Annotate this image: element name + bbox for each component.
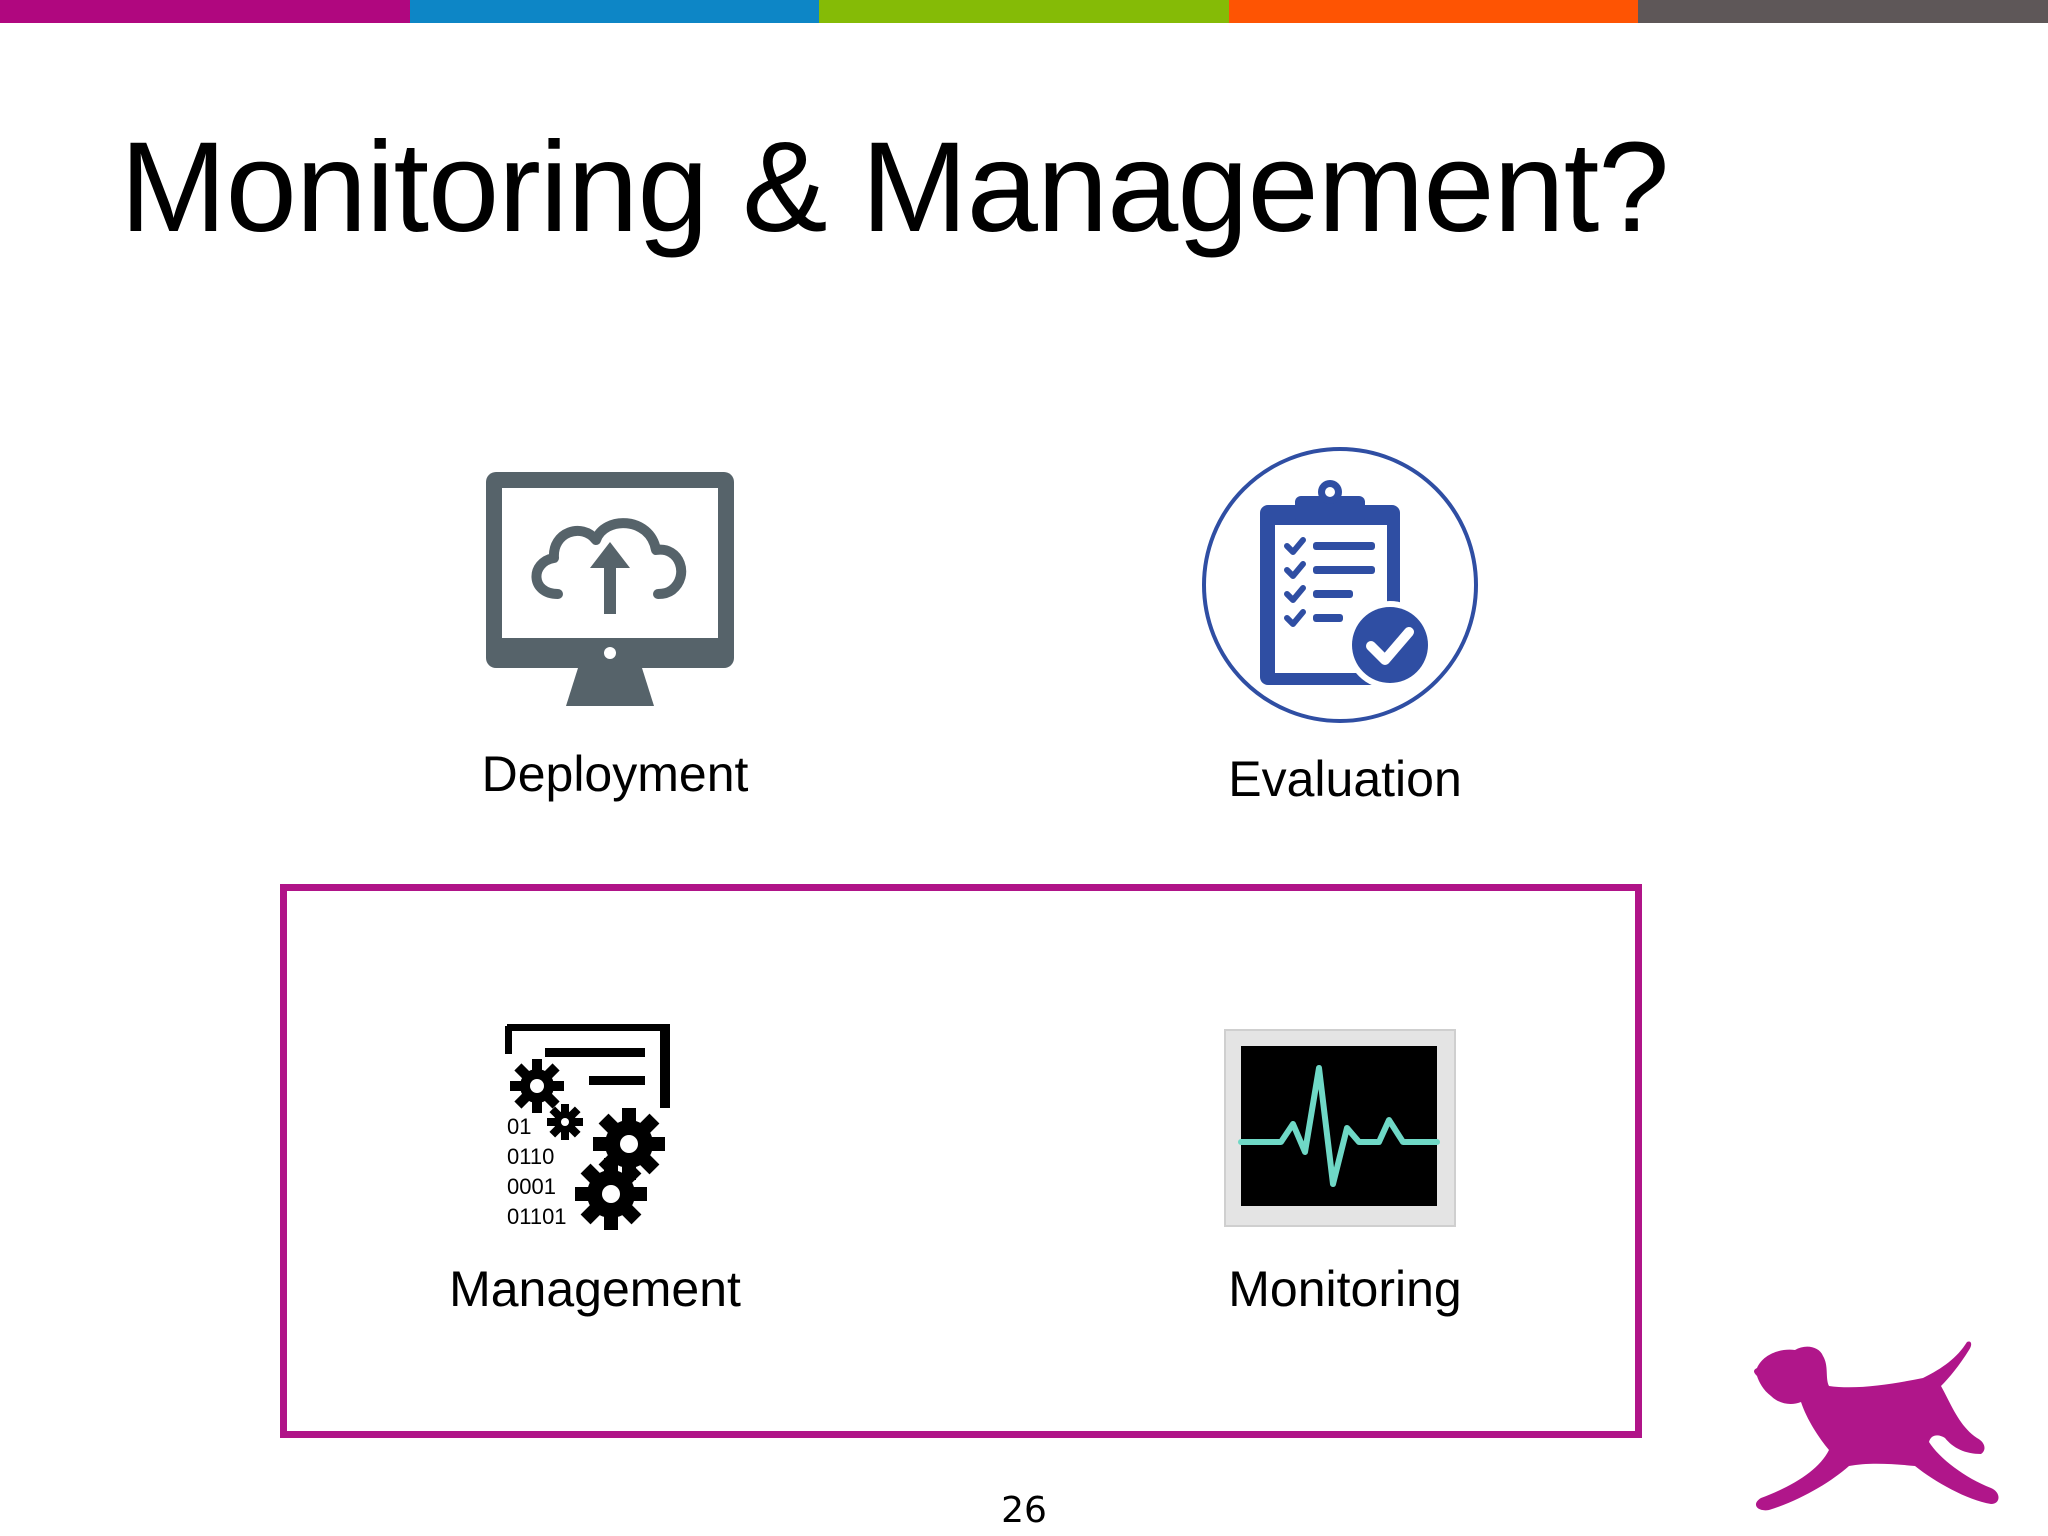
color-stripe-bar	[0, 0, 2048, 23]
management-label: Management	[449, 1261, 741, 1317]
stripe-orange	[1228, 0, 1639, 23]
monitoring-label: Monitoring	[1228, 1261, 1462, 1317]
tiny-gear-icon	[547, 1104, 583, 1140]
stripe-gray	[1638, 0, 2048, 23]
highlight-frame	[280, 884, 1642, 1438]
monitoring-tile: Monitoring	[1150, 1020, 1540, 1330]
management-tile: 01 0110 0001 01101 Management	[400, 1010, 790, 1330]
svg-text:01101: 01101	[507, 1204, 567, 1229]
svg-text:0110: 0110	[507, 1144, 554, 1169]
evaluation-tile: Evaluation	[1150, 440, 1540, 820]
small-gear-icon	[510, 1059, 564, 1113]
slide-title: Monitoring & Management?	[120, 116, 1669, 259]
gears-binary-icon: 01 0110 0001 01101	[505, 1024, 670, 1230]
stripe-blue	[409, 0, 820, 23]
stripe-magenta	[0, 0, 410, 23]
deployment-tile: Deployment	[420, 460, 810, 820]
large-gear-icon	[575, 1158, 647, 1230]
page-number: 26	[1001, 1490, 1047, 1531]
heartbeat-monitor-icon	[1224, 1029, 1456, 1227]
monitor-cloud-upload-icon	[486, 472, 734, 706]
evaluation-label: Evaluation	[1228, 751, 1462, 807]
clipboard-checklist-icon	[1202, 447, 1478, 723]
dog-logo-icon	[1754, 1341, 1999, 1511]
svg-text:0001: 0001	[507, 1174, 556, 1199]
stripe-green	[819, 0, 1229, 23]
deployment-label: Deployment	[481, 746, 749, 802]
svg-text:01: 01	[507, 1114, 531, 1139]
